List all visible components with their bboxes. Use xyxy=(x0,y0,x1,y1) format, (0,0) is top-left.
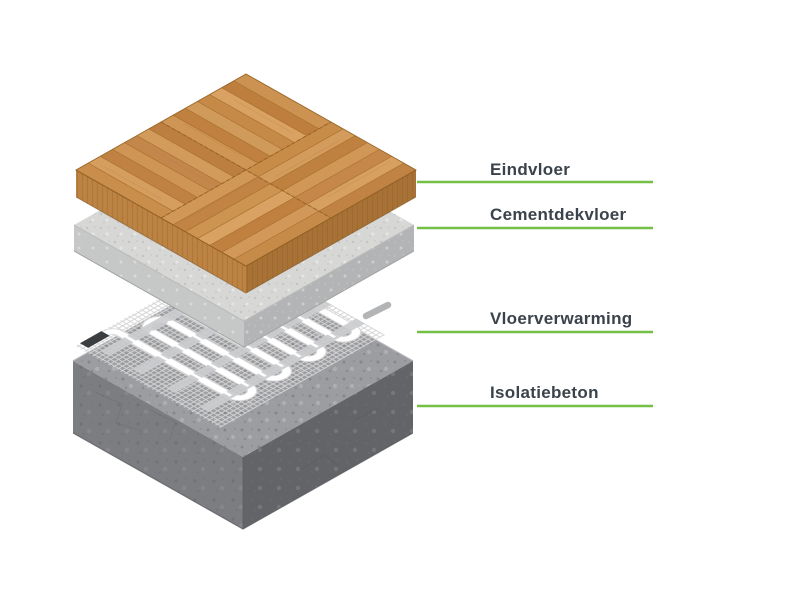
concrete-left-texture xyxy=(73,361,243,529)
parquet-grain-lines xyxy=(104,99,391,236)
parquet-quadrant-seams xyxy=(160,121,332,219)
parquet-quadrant-south xyxy=(160,169,332,267)
annotation-lines xyxy=(417,180,653,408)
cement-right-texture xyxy=(244,225,414,347)
concrete-right-texture xyxy=(243,361,413,529)
layer-label-isolatiebeton: Isolatiebeton xyxy=(490,383,599,402)
concrete-crack-lines-right xyxy=(299,407,379,471)
parquet-quadrant-east xyxy=(245,121,417,219)
layer-label-eindvloer: Eindvloer xyxy=(490,160,571,179)
wood-top-edge xyxy=(75,169,417,267)
tube-coupler xyxy=(362,301,392,320)
cement-top-edge xyxy=(73,224,415,322)
eindvloer-layer xyxy=(75,73,417,294)
wood-right-grain xyxy=(246,170,416,293)
layer-label-vloerverwarming: Vloerverwarming xyxy=(490,309,633,328)
parquet-top-face xyxy=(75,73,417,267)
layer-label-cementdekvloer: Cementdekvloer xyxy=(490,205,627,224)
cement-bottom-rim xyxy=(73,250,415,348)
cement-left-texture xyxy=(74,225,244,347)
parquet-quadrant-west xyxy=(75,121,247,219)
wood-left-grain xyxy=(76,170,246,293)
tube-connector-dark xyxy=(79,331,110,348)
concrete-crack-lines xyxy=(94,391,176,441)
wood-bottom-rim xyxy=(75,196,417,294)
